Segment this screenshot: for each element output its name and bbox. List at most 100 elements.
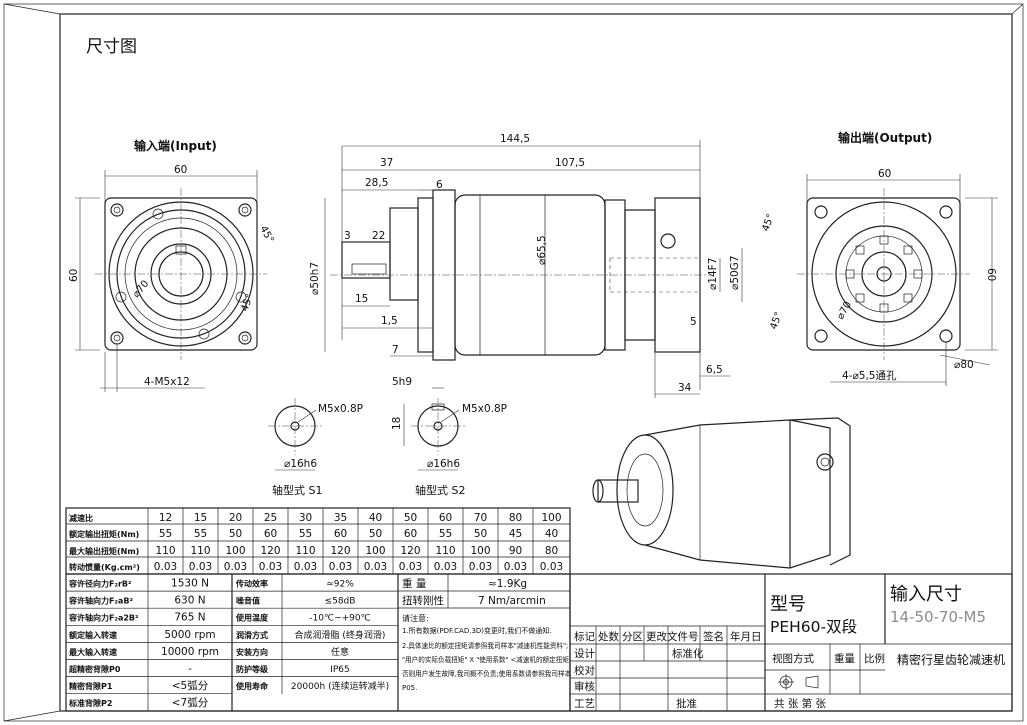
output-pilot-dim: ⌀50G7	[729, 256, 741, 291]
ratio-cell: 0.03	[189, 561, 212, 573]
ratio-cell: 100	[365, 545, 385, 557]
ratio-cell: 100	[225, 545, 245, 557]
stiffness-value: 7 Nm/arcmin	[478, 595, 546, 607]
role-process: 工艺	[574, 698, 595, 710]
spec-value: 765 N	[174, 612, 205, 624]
notes-title: 请注意:	[402, 613, 429, 623]
ratio-cell: 0.03	[399, 561, 422, 573]
spec-label: 使用温度	[235, 613, 269, 623]
spec-value: IP65	[330, 665, 350, 675]
shaft-3-dim: 3	[344, 230, 351, 242]
spec-value: 合成润滑脂 (终身润滑)	[295, 629, 386, 641]
ratio-cell: 70	[474, 512, 487, 524]
standardization-label: 标准化	[672, 647, 704, 660]
header-count: 处数	[598, 630, 619, 643]
ratio-cell: 55	[439, 528, 452, 540]
spec-value: -	[188, 663, 192, 675]
ratio-cell: 25	[264, 512, 277, 524]
ratio-cell: 50	[229, 528, 242, 540]
ratio-cell: 40	[369, 512, 382, 524]
spec-label: 精密背隙P1	[69, 681, 113, 691]
input-end-view: 输入端(Input) 60 60 ⌀70 45° 45° 4-M5x12	[68, 138, 275, 392]
spec-label: 额定输入转速	[69, 630, 117, 640]
role-design: 设计	[574, 647, 595, 660]
s2-thread-dim: M5x0.8P	[462, 403, 507, 415]
ratio-cell: 0.03	[224, 561, 247, 573]
spec-label: 容许轴向力F₂aB²	[68, 596, 133, 606]
input-size-value: 14-50-70-M5	[890, 608, 986, 626]
shaft-s1: M5x0.8P ⌀16h6 轴型式 S1	[268, 398, 363, 497]
flange-7-dim: 7	[392, 344, 399, 356]
body-length-dim: 107,5	[555, 157, 585, 169]
header-mark: 标记	[574, 631, 595, 643]
ratio-cell: 0.03	[434, 561, 457, 573]
spec-label: 传动效率	[235, 579, 268, 589]
output-5-dim: 5	[690, 316, 697, 328]
input-shaft	[341, 241, 391, 279]
role-review: 审核	[574, 680, 595, 693]
ratio-cell: 60	[334, 528, 347, 540]
note-line: 2.具体速比的额定扭矩请参照我司样本"减速机性能资料";	[402, 641, 568, 650]
ratio-cell: 80	[509, 512, 522, 524]
input-height-dim: 60	[68, 269, 80, 282]
ratio-cell: 60	[439, 512, 452, 524]
isometric-view	[592, 417, 851, 569]
spec-label: 使用寿命	[235, 681, 269, 691]
ratio-row-label: 最大输出扭矩(Nm)	[69, 546, 139, 556]
spec-value: ≈92%	[326, 580, 354, 590]
ratio-cell: 55	[159, 528, 172, 540]
ratio-cell: 100	[541, 512, 561, 524]
input-pcd-dim: ⌀70	[131, 278, 151, 299]
input-holes-dim: 4-M5x12	[144, 376, 190, 388]
sheet-count: 共 张 第 张	[774, 697, 827, 710]
weight-label: 重 量	[402, 577, 427, 590]
ratio-cell: 60	[264, 528, 277, 540]
ratio-cell: 50	[474, 528, 487, 540]
note-line: "用户的实际负载扭矩" X "使用系数" <减速机的额定扭矩,	[402, 655, 571, 664]
spec-label: 容许轴向力F₂a2B²	[68, 613, 139, 623]
output-end-view: 输出端(Output) 60 60 ⌀70 45° 45° ⌀80 4-⌀5,5…	[760, 130, 998, 386]
approve-label: 批准	[676, 697, 697, 710]
spec-label: 噪音值	[236, 596, 260, 606]
stiffness-label: 扭转刚性	[402, 594, 444, 607]
ratio-cell: 0.03	[259, 561, 282, 573]
ratio-cell: 0.03	[364, 561, 387, 573]
spec-value: -10℃~+90℃	[309, 614, 370, 624]
spec-value: 20000h (连续运转减半)	[291, 680, 389, 692]
ratio-row-label: 减速比	[69, 513, 93, 523]
spec-label: 防护等级	[236, 664, 269, 674]
ratio-row-label: 额定输出扭矩(Nm)	[69, 529, 139, 539]
model-label: 型号	[770, 594, 806, 615]
s1-thread-dim: M5x0.8P	[318, 403, 363, 415]
output-6-5-dim: 6,5	[706, 364, 723, 376]
s2-height-dim: 18	[391, 417, 403, 430]
input-width-dim: 60	[174, 164, 187, 176]
spec-value: 5000 rpm	[164, 629, 215, 641]
s1-dia-dim: ⌀16h6	[284, 458, 317, 470]
spec-value: ≤58dB	[325, 597, 356, 607]
spec-label: 超精密背隙P0	[68, 664, 121, 674]
title-block: 标记 处数 分区 更改文件号 签名 年月日 设计 标准化 校对 审核 工艺 批准…	[569, 573, 1013, 712]
spec-value: <7弧分	[172, 696, 209, 709]
ratio-cell: 50	[369, 528, 382, 540]
spec-value: 任意	[331, 646, 349, 658]
header-date: 年月日	[730, 630, 762, 643]
ratio-cell: 0.03	[154, 561, 177, 573]
ratio-cell: 55	[299, 528, 312, 540]
side-view: 144,5 37 107,5 28,5 6 3 22 15 1,5	[309, 133, 743, 398]
header-zone: 分区	[622, 631, 643, 643]
ratio-cell: 0.03	[540, 561, 563, 573]
header-change-doc: 更改文件号	[646, 630, 699, 643]
ratio-cell: 110	[190, 545, 210, 557]
output-angle-dim: 45°	[760, 213, 776, 233]
output-end-label: 输出端(Output)	[838, 130, 932, 145]
ratio-cell: 20	[229, 512, 242, 524]
weight-header: 重量	[834, 652, 855, 665]
outer-frame	[3, 3, 1024, 722]
model-value: PEH60-双段	[770, 618, 857, 636]
input-angle-dim: 45°	[257, 224, 275, 245]
role-check: 校对	[574, 664, 595, 677]
pilot-dia-dim: ⌀50h7	[309, 262, 321, 295]
